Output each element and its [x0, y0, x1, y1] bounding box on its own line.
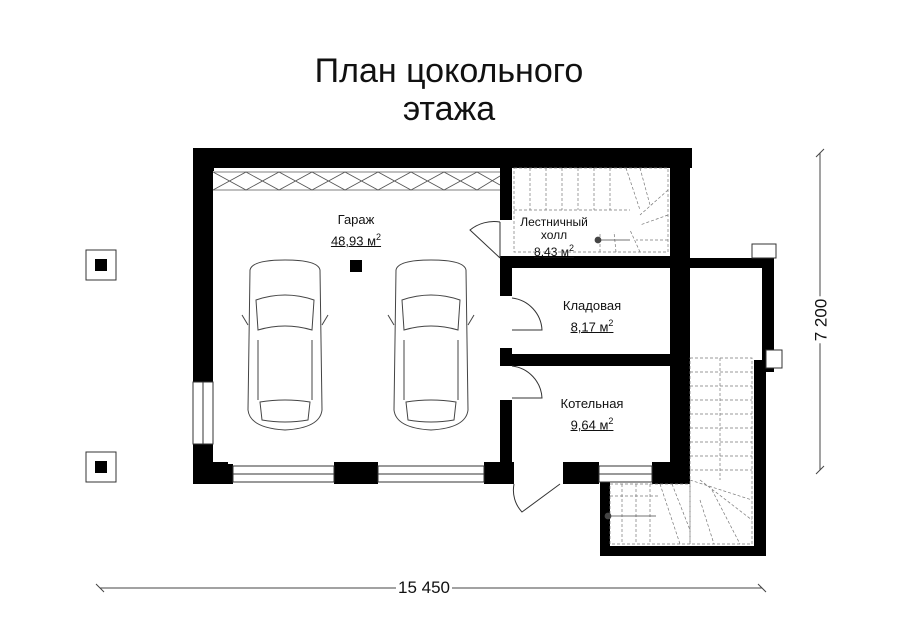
boiler-label: Котельная 9,64 м2 — [550, 396, 634, 432]
exterior-pillars — [85, 249, 117, 483]
boiler-area: 9,64 м2 — [570, 416, 614, 433]
staircase-lower-arrow — [604, 512, 656, 520]
garage-area: 48,93 м2 — [330, 232, 382, 249]
width-dimension: 15 450 — [396, 578, 452, 598]
car-left — [241, 259, 329, 431]
garage-label: Гараж 48,93 м2 — [316, 212, 396, 248]
garage-column — [350, 260, 362, 272]
windows — [192, 243, 783, 483]
storage-label: Кладовая 8,17 м2 — [552, 298, 632, 334]
depth-dimension: 7 200 — [811, 296, 832, 344]
stair-hall-label: Лестничный холл 8,43 м2 — [512, 216, 596, 259]
doors — [469, 221, 561, 513]
storage-area: 8,17 м2 — [570, 318, 614, 335]
stair-hall-name-line1: Лестничный — [520, 215, 588, 229]
columns — [200, 157, 686, 484]
boiler-name: Котельная — [560, 396, 624, 411]
storage-name: Кладовая — [562, 298, 622, 313]
plan-title-line1: План цокольного — [314, 52, 584, 90]
walls — [193, 148, 774, 556]
staircase-lower — [609, 357, 753, 545]
staircase-upper-arrow — [594, 236, 630, 244]
garage-ceiling-beam — [212, 171, 501, 191]
garage-name: Гараж — [337, 212, 375, 227]
car-right — [387, 259, 475, 431]
stair-hall-name-line2: холл — [540, 228, 568, 242]
plan-title-line2: этажа — [402, 90, 496, 128]
stair-hall-area: 8,43 м2 — [534, 243, 574, 259]
